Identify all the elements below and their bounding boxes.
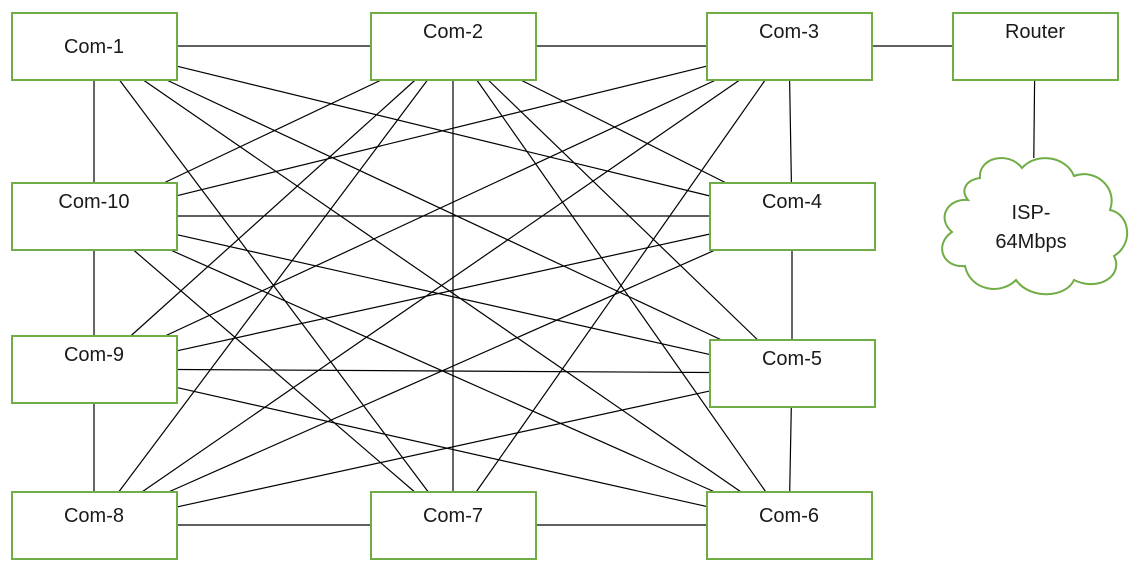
link-com-9-com-6 [176,387,708,508]
node-router-label: Router [1005,21,1065,43]
node-router[interactable]: Router [952,12,1119,81]
node-com-3-label: Com-3 [759,21,819,43]
node-com-10[interactable]: Com-10 [11,182,178,251]
nodes-layer: Com-1 Com-2 Com-3 Router Com-10 Com-4 Co… [11,12,1129,560]
node-com-1[interactable]: Com-1 [11,12,178,81]
link-com-2-com-5 [487,79,759,341]
link-com-1-com-6 [142,79,742,493]
node-com-5-label: Com-5 [762,348,822,370]
node-com-4[interactable]: Com-4 [709,182,876,251]
cloud-isp-label-line1: ISP- [1012,202,1051,224]
node-com-10-label: Com-10 [58,191,129,213]
node-com-3[interactable]: Com-3 [706,12,873,81]
link-com-2-com-4 [520,79,727,184]
node-com-1-label: Com-1 [64,36,124,58]
node-com-6[interactable]: Com-6 [706,491,873,560]
link-com-10-com-5 [176,234,711,356]
link-com-1-com-5 [166,79,722,341]
cloud-isp[interactable]: ISP- 64Mbps [941,157,1129,296]
link-com-2-com-9 [130,79,416,337]
link-com-8-com-5 [176,390,711,508]
node-com-5[interactable]: Com-5 [709,339,876,408]
node-com-7-label: Com-7 [423,505,483,527]
node-com-2[interactable]: Com-2 [370,12,537,81]
node-com-8[interactable]: Com-8 [11,491,178,560]
link-com-3-com-9 [164,79,717,337]
link-com-3-com-8 [141,79,741,493]
link-com-3-com-4 [789,79,792,184]
link-com-10-com-7 [133,249,416,493]
link-com-8-com-4 [168,249,716,493]
link-com-3-com-7 [475,79,766,493]
node-com-7[interactable]: Com-7 [370,491,537,560]
node-com-9-label: Com-9 [64,344,124,366]
node-com-2-label: Com-2 [423,21,483,43]
node-com-8-label: Com-8 [64,505,124,527]
link-com-3-com-10 [176,65,708,197]
link-com-5-com-6 [789,406,792,493]
links-layer [93,45,1036,526]
cloud-isp-label-line2: 64Mbps [995,231,1066,253]
link-com-2-com-10 [163,79,382,184]
node-com-6-label: Com-6 [759,505,819,527]
link-com-9-com-5 [176,368,711,374]
link-router-isp [1033,79,1036,159]
link-com-9-com-4 [176,233,711,352]
node-com-9[interactable]: Com-9 [11,335,178,404]
node-com-4-label: Com-4 [762,191,822,213]
cloud-icon [941,157,1129,296]
